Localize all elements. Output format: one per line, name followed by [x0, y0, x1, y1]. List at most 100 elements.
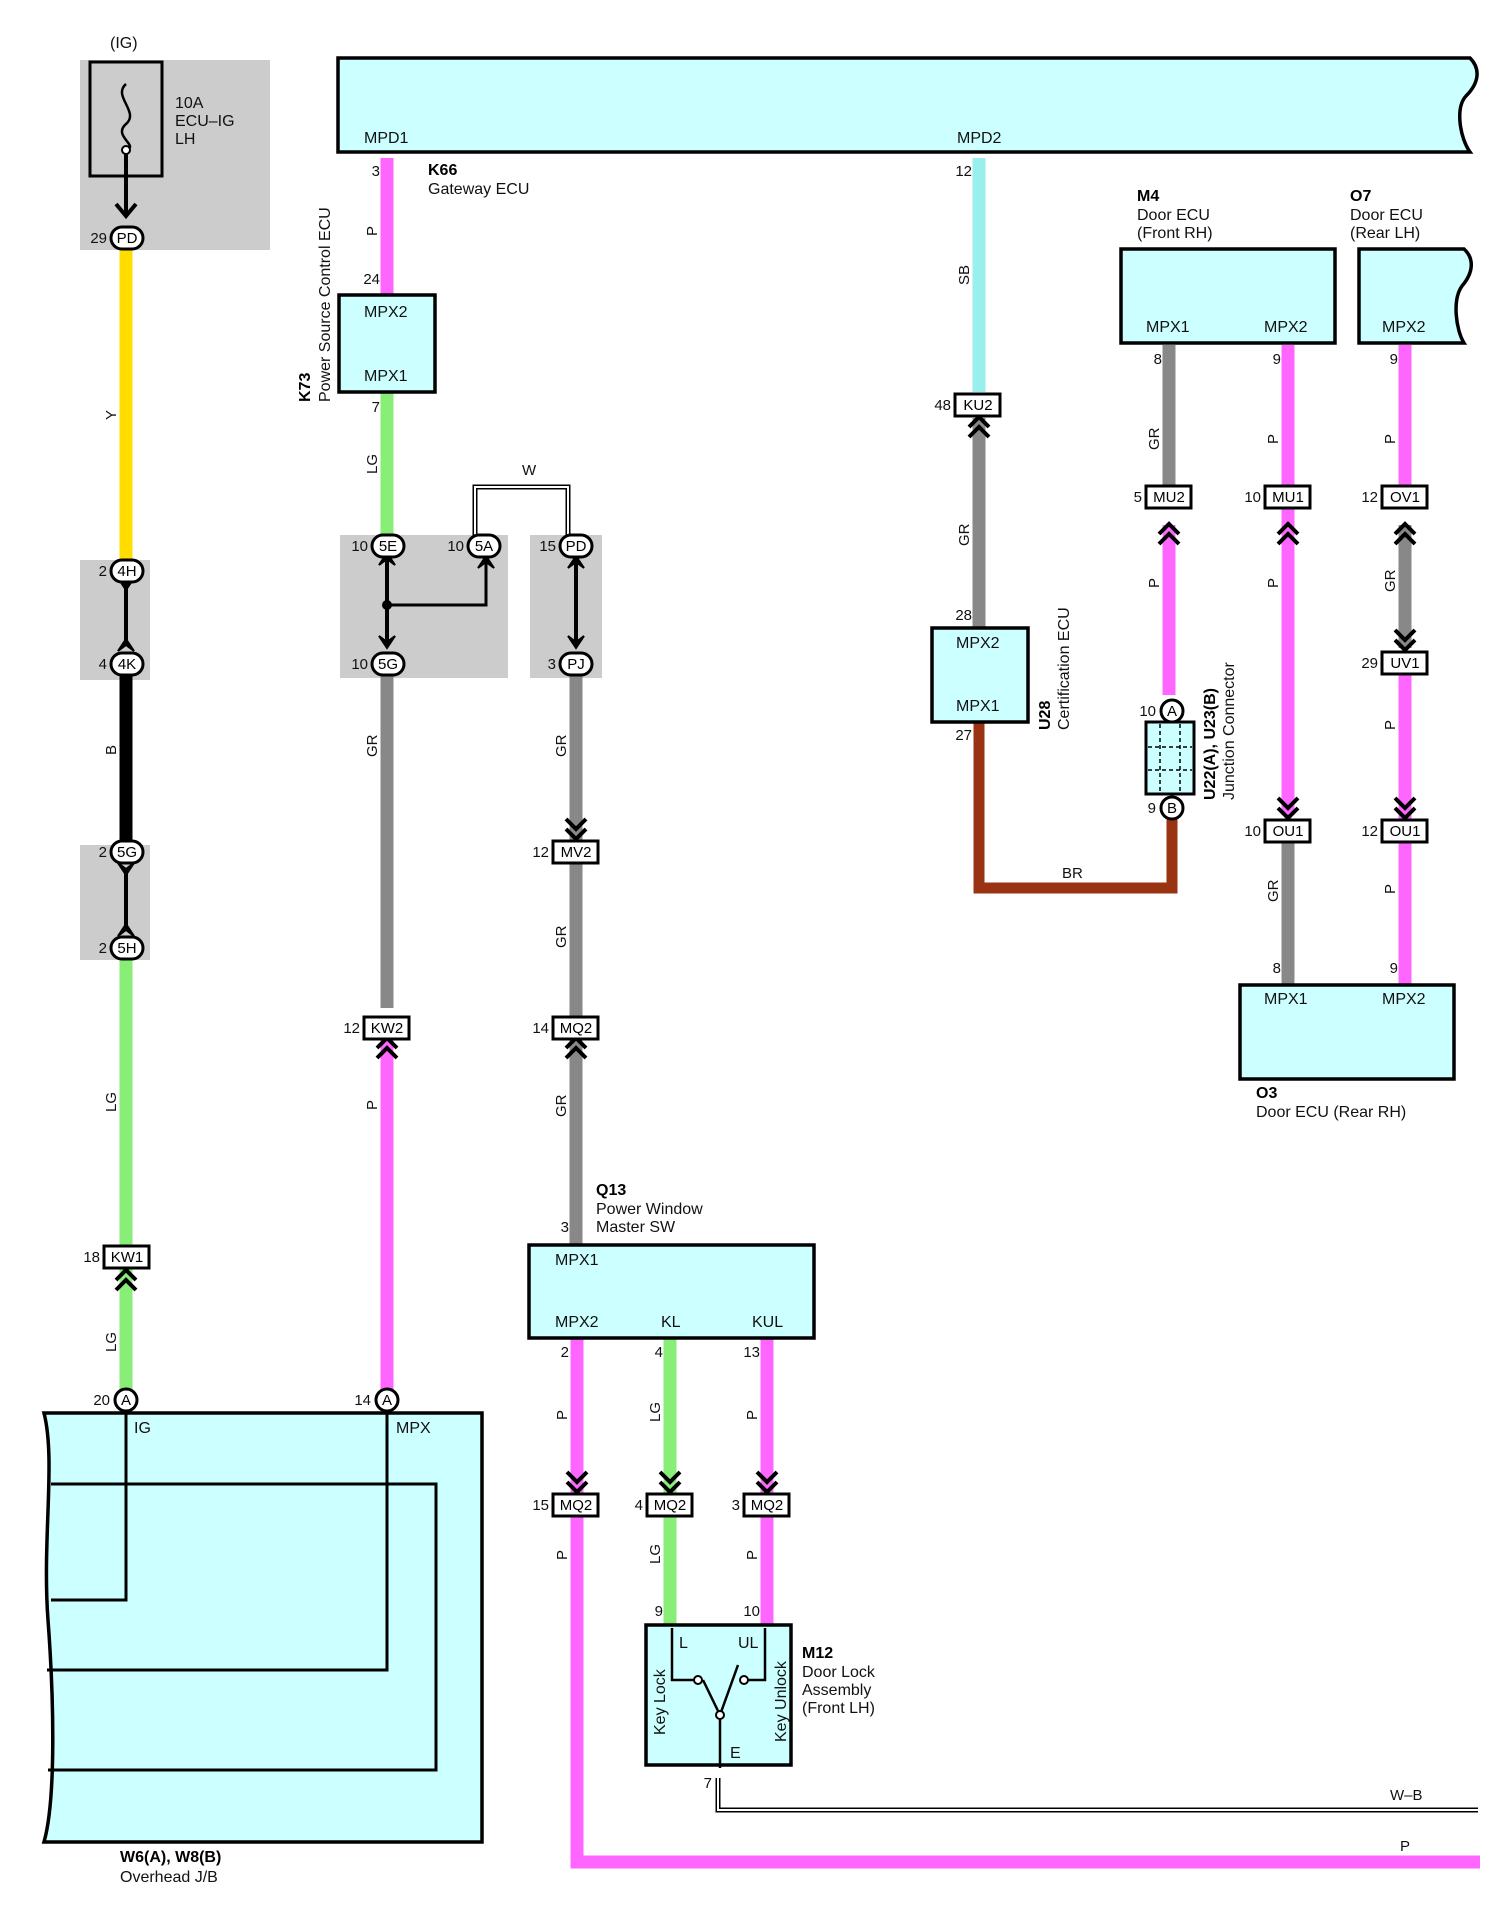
svg-text:LG: LG: [103, 1092, 120, 1112]
svg-text:14: 14: [532, 1020, 549, 1037]
svg-text:P: P: [1265, 578, 1282, 588]
svg-text:10: 10: [447, 538, 464, 555]
conn-pd-top: PD: [117, 230, 138, 247]
conn-4k: 4K: [118, 656, 136, 673]
svg-text:Y: Y: [103, 410, 120, 420]
svg-text:P: P: [744, 1410, 761, 1420]
svg-text:7: 7: [372, 399, 380, 416]
svg-text:B: B: [103, 745, 120, 755]
o3-pin-mpx2: MPX2: [1382, 991, 1426, 1008]
m12-box: [644, 1623, 793, 1767]
svg-text:14: 14: [354, 1392, 371, 1409]
conn-ov1: OV1: [1390, 489, 1420, 506]
svg-text:10: 10: [1139, 703, 1156, 720]
svg-text:13: 13: [743, 1344, 760, 1361]
o3-code: O3: [1256, 1085, 1277, 1102]
svg-text:28: 28: [955, 607, 972, 624]
k66-pin-mpd1: MPD1: [364, 130, 409, 147]
svg-text:10: 10: [351, 538, 368, 555]
u28-box: [930, 626, 1030, 724]
fuse-top-label: (IG): [110, 35, 138, 52]
k66-box: [336, 56, 1479, 154]
svg-text:GR: GR: [956, 523, 973, 546]
svg-text:2: 2: [99, 940, 107, 957]
svg-text:2: 2: [561, 1344, 569, 1361]
o7-box: [1357, 247, 1473, 345]
conn-5g-b: 5G: [378, 656, 398, 673]
svg-text:LG: LG: [647, 1544, 664, 1564]
m12-key-lock: Key Lock: [652, 1668, 669, 1735]
u22-box: [1144, 720, 1196, 796]
svg-text:10: 10: [1244, 823, 1261, 840]
connector-codes: PD 4H 4K 5G 5H KW1 5E 5A PD 5G PJ MV2 KW…: [111, 230, 1421, 1514]
svg-text:LG: LG: [103, 1332, 120, 1352]
conn-5g-a: 5G: [117, 844, 137, 861]
o7-name-2: (Rear LH): [1350, 225, 1420, 242]
internal-lines: [47, 558, 767, 1772]
conn-kw2: KW2: [371, 1020, 404, 1037]
svg-text:GR: GR: [553, 734, 570, 757]
svg-text:15: 15: [539, 538, 556, 555]
conn-uv1: UV1: [1390, 655, 1419, 672]
o3-name: Door ECU (Rear RH): [1256, 1104, 1406, 1121]
component-boxes: [41, 56, 1479, 1844]
k73-pin-mpx2: MPX2: [364, 304, 408, 321]
svg-text:P: P: [1382, 720, 1399, 730]
w6-pin-mpx: MPX: [396, 1420, 431, 1437]
svg-text:P: P: [364, 226, 381, 236]
conn-mq2-c: MQ2: [751, 1497, 784, 1514]
conn-kw1: KW1: [111, 1249, 144, 1266]
svg-text:GR: GR: [1146, 427, 1163, 450]
u22-name: Junction Connector: [1221, 661, 1238, 800]
u22-code: U22(A), U23(B): [1202, 688, 1219, 800]
svg-text:15: 15: [532, 1497, 549, 1514]
u22-pin-a: A: [1167, 703, 1177, 720]
m4-pin-mpx2: MPX2: [1264, 319, 1308, 336]
conn-mq2-b: MQ2: [654, 1497, 687, 1514]
k73-box: [337, 293, 437, 394]
connector-arrows: [114, 414, 1417, 1495]
m12-code: M12: [802, 1645, 833, 1662]
svg-text:3: 3: [561, 1219, 569, 1236]
w6-name: Overhead J/B: [120, 1869, 218, 1886]
q13-pin-mpx1: MPX1: [555, 1252, 599, 1269]
svg-text:7: 7: [704, 1775, 712, 1792]
wire-wb: [715, 1778, 1478, 1813]
m12-pin-ul: UL: [738, 1635, 759, 1652]
k66-name: Gateway ECU: [428, 181, 529, 198]
wire-br: [973, 722, 1178, 894]
m4-code: M4: [1137, 188, 1159, 205]
svg-text:GR: GR: [1382, 569, 1399, 592]
svg-text:P: P: [1400, 1838, 1410, 1855]
svg-text:12: 12: [532, 844, 549, 861]
svg-text:29: 29: [1361, 655, 1378, 672]
conn-a-right: A: [382, 1392, 392, 1409]
k73-name: Power Source Control ECU: [317, 207, 334, 402]
component-labels: MPD1 MPD2 K66 Gateway ECU MPX2 MPX1 K73 …: [120, 130, 1426, 1886]
svg-text:9: 9: [1148, 800, 1156, 817]
m4-name-1: Door ECU: [1137, 207, 1210, 224]
m4-pin-mpx1: MPX1: [1146, 319, 1190, 336]
w6-pin-ig: IG: [134, 1420, 151, 1437]
fuse-rating: 10A: [175, 95, 204, 112]
q13-pin-kl: KL: [661, 1314, 681, 1331]
conn-5e: 5E: [379, 538, 397, 555]
svg-text:P: P: [1146, 578, 1163, 588]
svg-text:12: 12: [955, 163, 972, 180]
svg-text:LG: LG: [364, 454, 381, 474]
conn-pj: PJ: [567, 656, 585, 673]
svg-text:GR: GR: [553, 1094, 570, 1117]
q13-pin-kul: KUL: [752, 1314, 783, 1331]
svg-text:LG: LG: [647, 1402, 664, 1422]
q13-code: Q13: [596, 1182, 626, 1199]
wire-w: [472, 484, 571, 538]
svg-text:8: 8: [1273, 960, 1281, 977]
conn-ou1-b: OU1: [1390, 823, 1421, 840]
conn-mq2-a: MQ2: [560, 1497, 593, 1514]
svg-text:P: P: [364, 1100, 381, 1110]
svg-text:W: W: [522, 462, 537, 479]
svg-text:5: 5: [1134, 489, 1142, 506]
svg-text:GR: GR: [1265, 879, 1282, 902]
wire-p-q13-mpx2: [570, 1338, 1480, 1869]
